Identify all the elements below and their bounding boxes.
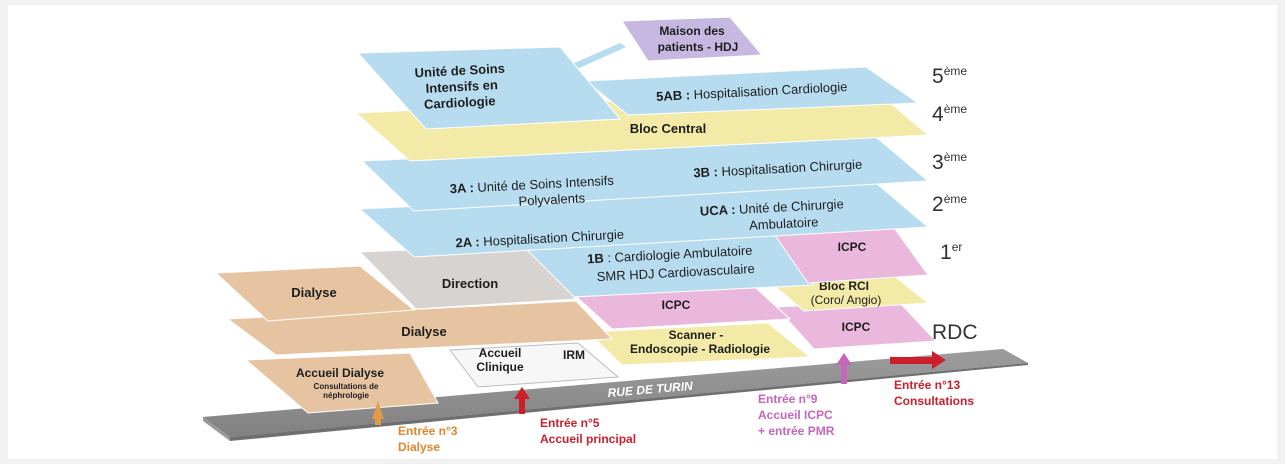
floor-1er: 1B : Cardiologie Ambulatoire SMR HDJ Car… (518, 224, 929, 298)
entrance-9: Entrée n°9 Accueil ICPC + entrée PMR (758, 353, 852, 438)
entrance-9-line-2: Accueil ICPC (758, 408, 833, 422)
entrance-3-line-2: Dialyse (398, 440, 440, 454)
entrance-13: Entrée n°13 Consultations (890, 351, 974, 408)
accueil-clinique-label-1: Accueil (479, 346, 522, 360)
entrance-5-line-2: Accueil principal (540, 432, 636, 446)
building-diagram: RUE DE TURIN Accueil Dialyse Consultatio… (203, 16, 1028, 454)
street-road: RUE DE TURIN (203, 349, 1028, 441)
hosp5-code: 5AB : (656, 87, 694, 104)
svg-text:2A : Hospitalisation Chirurgie: 2A : Hospitalisation Chirurgie (455, 227, 624, 251)
scanner-label-2: Endoscopie - Radiologie (630, 342, 770, 356)
entrance-5-line-1: Entrée n°5 (540, 416, 600, 430)
accueil-dialyse-label: Accueil Dialyse (296, 366, 384, 380)
floor-label-4-sup: ème (944, 102, 968, 116)
maison-line-1: Maison des (659, 24, 725, 38)
arrow-right-icon (890, 351, 946, 369)
floor-label-4: 4 (932, 103, 944, 126)
bloc-rci-sub: (Coro/ Angio) (811, 293, 882, 307)
u3a-line1: Unité de Soins Intensifs (477, 173, 615, 195)
entrance-5: Entrée n°5 Accueil principal (514, 387, 636, 446)
block-accueil-dialyse: Accueil Dialyse Consultations de néphrol… (244, 352, 439, 414)
u3b-text: Hospitalisation Chirurgie (721, 157, 862, 179)
u3a-code: 3A : (449, 180, 477, 196)
u2a-code: 2A : (455, 234, 483, 250)
dialyse-lower-label: Dialyse (401, 324, 447, 339)
u2a-text: Hospitalisation Chirurgie (483, 227, 624, 249)
floor-label-2-sup: ème (944, 192, 968, 206)
floor-label-2: 2 (932, 193, 944, 216)
uca-line1: Unité de Chirurgie (739, 196, 844, 216)
icpc-mid-label: ICPC (662, 298, 691, 312)
svg-text:4ème: 4ème (932, 102, 967, 126)
irm-label: IRM (563, 348, 585, 362)
floor-labels: 5ème 4ème 3ème 2ème 1er RDC (932, 64, 978, 344)
floor-label-5-sup: ème (944, 64, 968, 78)
u3a-line2: Polyvalents (518, 190, 586, 208)
icpc-1er-label: ICPC (838, 240, 867, 254)
svg-text:3A : Unité de Soins Intensifs: 3A : Unité de Soins Intensifs (449, 173, 614, 197)
u1b-code: 1B (587, 250, 604, 266)
arrow-up-icon (372, 401, 384, 425)
svg-text:UCA : Unité de Chirurgie: UCA : Unité de Chirurgie (699, 196, 844, 219)
diagram-canvas: RUE DE TURIN Accueil Dialyse Consultatio… (8, 5, 1277, 459)
entrance-13-line-2: Consultations (894, 394, 974, 408)
block-accueil-clinique: Accueil Clinique IRM (449, 342, 620, 388)
floor-label-1-sup: er (952, 240, 963, 254)
entrance-13-line-1: Entrée n°13 (894, 378, 960, 392)
usic-line-1: Unité de Soins (414, 61, 505, 81)
maison-line-2: patients - HDJ (658, 40, 739, 54)
entrance-9-line-3: + entrée PMR (758, 424, 835, 438)
accueil-dialyse-sub-1: Consultations de (314, 382, 379, 391)
svg-text:3ème: 3ème (932, 150, 967, 174)
bloc-central-label: Bloc Central (630, 121, 707, 136)
usic-line-3: Cardiologie (424, 93, 496, 112)
block-direction: Direction (358, 244, 578, 310)
icpc-rdc-label: ICPC (842, 320, 871, 334)
accueil-dialyse-sub-2: néphrologie (323, 391, 369, 400)
dialyse-upper-label: Dialyse (291, 285, 337, 300)
floor-5eme: 5AB : Hospitalisation Cardiologie Unité … (356, 16, 920, 130)
uca-line2: Ambulatoire (749, 214, 819, 233)
usic-line-2: Intensifs en (425, 77, 498, 96)
entrance-9-line-1: Entrée n°9 (758, 392, 818, 406)
floor-label-rdc: RDC (932, 321, 978, 344)
accueil-clinique-label-2: Clinique (476, 360, 524, 374)
floor-label-5: 5 (932, 65, 944, 88)
floor-2eme: 2A : Hospitalisation Chirurgie UCA : Uni… (358, 182, 930, 258)
floor-label-3-sup: ème (944, 150, 968, 164)
scanner-label-1: Scanner - (669, 328, 724, 342)
direction-label: Direction (442, 276, 498, 291)
block-scanner: Scanner - Endoscopie - Radiologie (586, 322, 812, 366)
svg-text:1er: 1er (940, 240, 962, 264)
entrance-3: Entrée n°3 Dialyse (372, 401, 458, 454)
bloc-rci-label: Bloc RCI (819, 279, 869, 293)
floor-label-1: 1 (940, 241, 952, 264)
uca-code: UCA : (699, 202, 739, 219)
arrow-up-icon (836, 353, 852, 384)
svg-text:5ème: 5ème (932, 64, 967, 88)
svg-text:2ème: 2ème (932, 192, 967, 216)
svg-text:3B : Hospitalisation Chirurgi: 3B : Hospitalisation Chirurgie (693, 157, 863, 181)
arrow-up-icon (514, 387, 530, 414)
entrance-3-line-1: Entrée n°3 (398, 424, 458, 438)
block-dialyse-upper: Dialyse (214, 265, 416, 322)
floor-label-3: 3 (932, 151, 944, 174)
u3b-code: 3B : (693, 164, 722, 180)
